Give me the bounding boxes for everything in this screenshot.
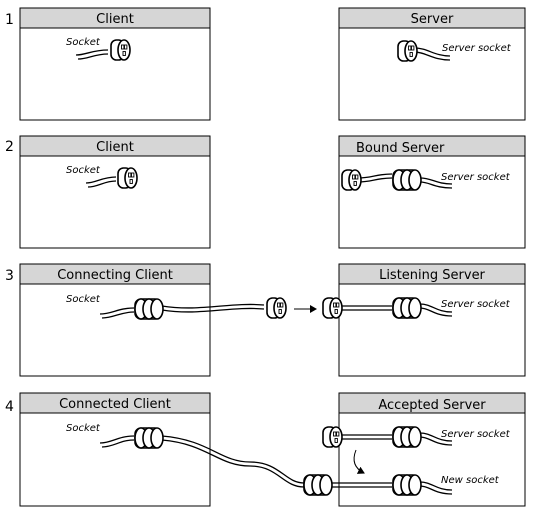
connect-cable [99,303,265,319]
panel-server-3: Listening Server Server socket [338,263,526,377]
server-socket-label: Server socket [442,43,512,54]
socket-label: Socket [66,294,101,305]
step-number-1: 1 [5,12,14,28]
socket-plug-icon [110,39,131,61]
socket-label: Socket [66,37,101,48]
panel-server-2: Bound Server Server socket [338,135,526,249]
panel-title: Server [411,12,454,27]
panel-title: Accepted Server [378,398,486,413]
server-socket-plug-icon [341,169,362,191]
listening-plug-icon [322,297,343,319]
accept-cable [340,432,453,446]
socket-cable [85,176,117,188]
server-socket-label: Server socket [441,429,511,440]
server-port-sleeve-icon [392,426,422,448]
socket-label: Socket [66,423,101,434]
joined-sleeve-icon [303,474,333,496]
server-socket-plug-icon [322,426,343,448]
listening-cable [340,303,453,317]
server-port-sleeve-icon [392,297,422,319]
step-number-4: 4 [5,399,14,415]
panel-title: Client [96,12,134,27]
server-socket-label: Server socket [441,299,511,310]
panel-title: Client [96,140,134,155]
panel-client-4: Connected Client Socket [19,392,211,507]
connected-cable [99,435,453,495]
panel-title: Connecting Client [57,268,173,283]
connecting-plug-icon [266,297,287,319]
step-number-2: 2 [5,139,14,155]
panel-title: Bound Server [356,141,445,156]
bound-port-sleeve-icon [392,169,422,191]
socket-label: Socket [66,165,101,176]
panel-client-3: Connecting Client Socket [19,263,211,377]
panel-title: Connected Client [59,397,171,412]
new-socket-label: New socket [441,475,500,486]
server-socket-plug-icon [397,40,418,62]
panel-title: Listening Server [379,268,485,283]
server-socket-label: Server socket [441,172,511,183]
client-port-sleeve-icon [134,298,164,320]
panel-server-1: Server Server socket [338,7,526,121]
panel-client-2: Client Socket [19,135,211,249]
step-number-3: 3 [5,268,14,284]
accept-arrow [353,449,365,474]
new-socket-sleeve-icon [392,474,422,496]
client-connected-sleeve-icon [134,427,164,449]
panel-client-1: Client Socket [19,7,211,121]
socket-plug-icon [117,167,138,189]
socket-cable [75,49,109,60]
